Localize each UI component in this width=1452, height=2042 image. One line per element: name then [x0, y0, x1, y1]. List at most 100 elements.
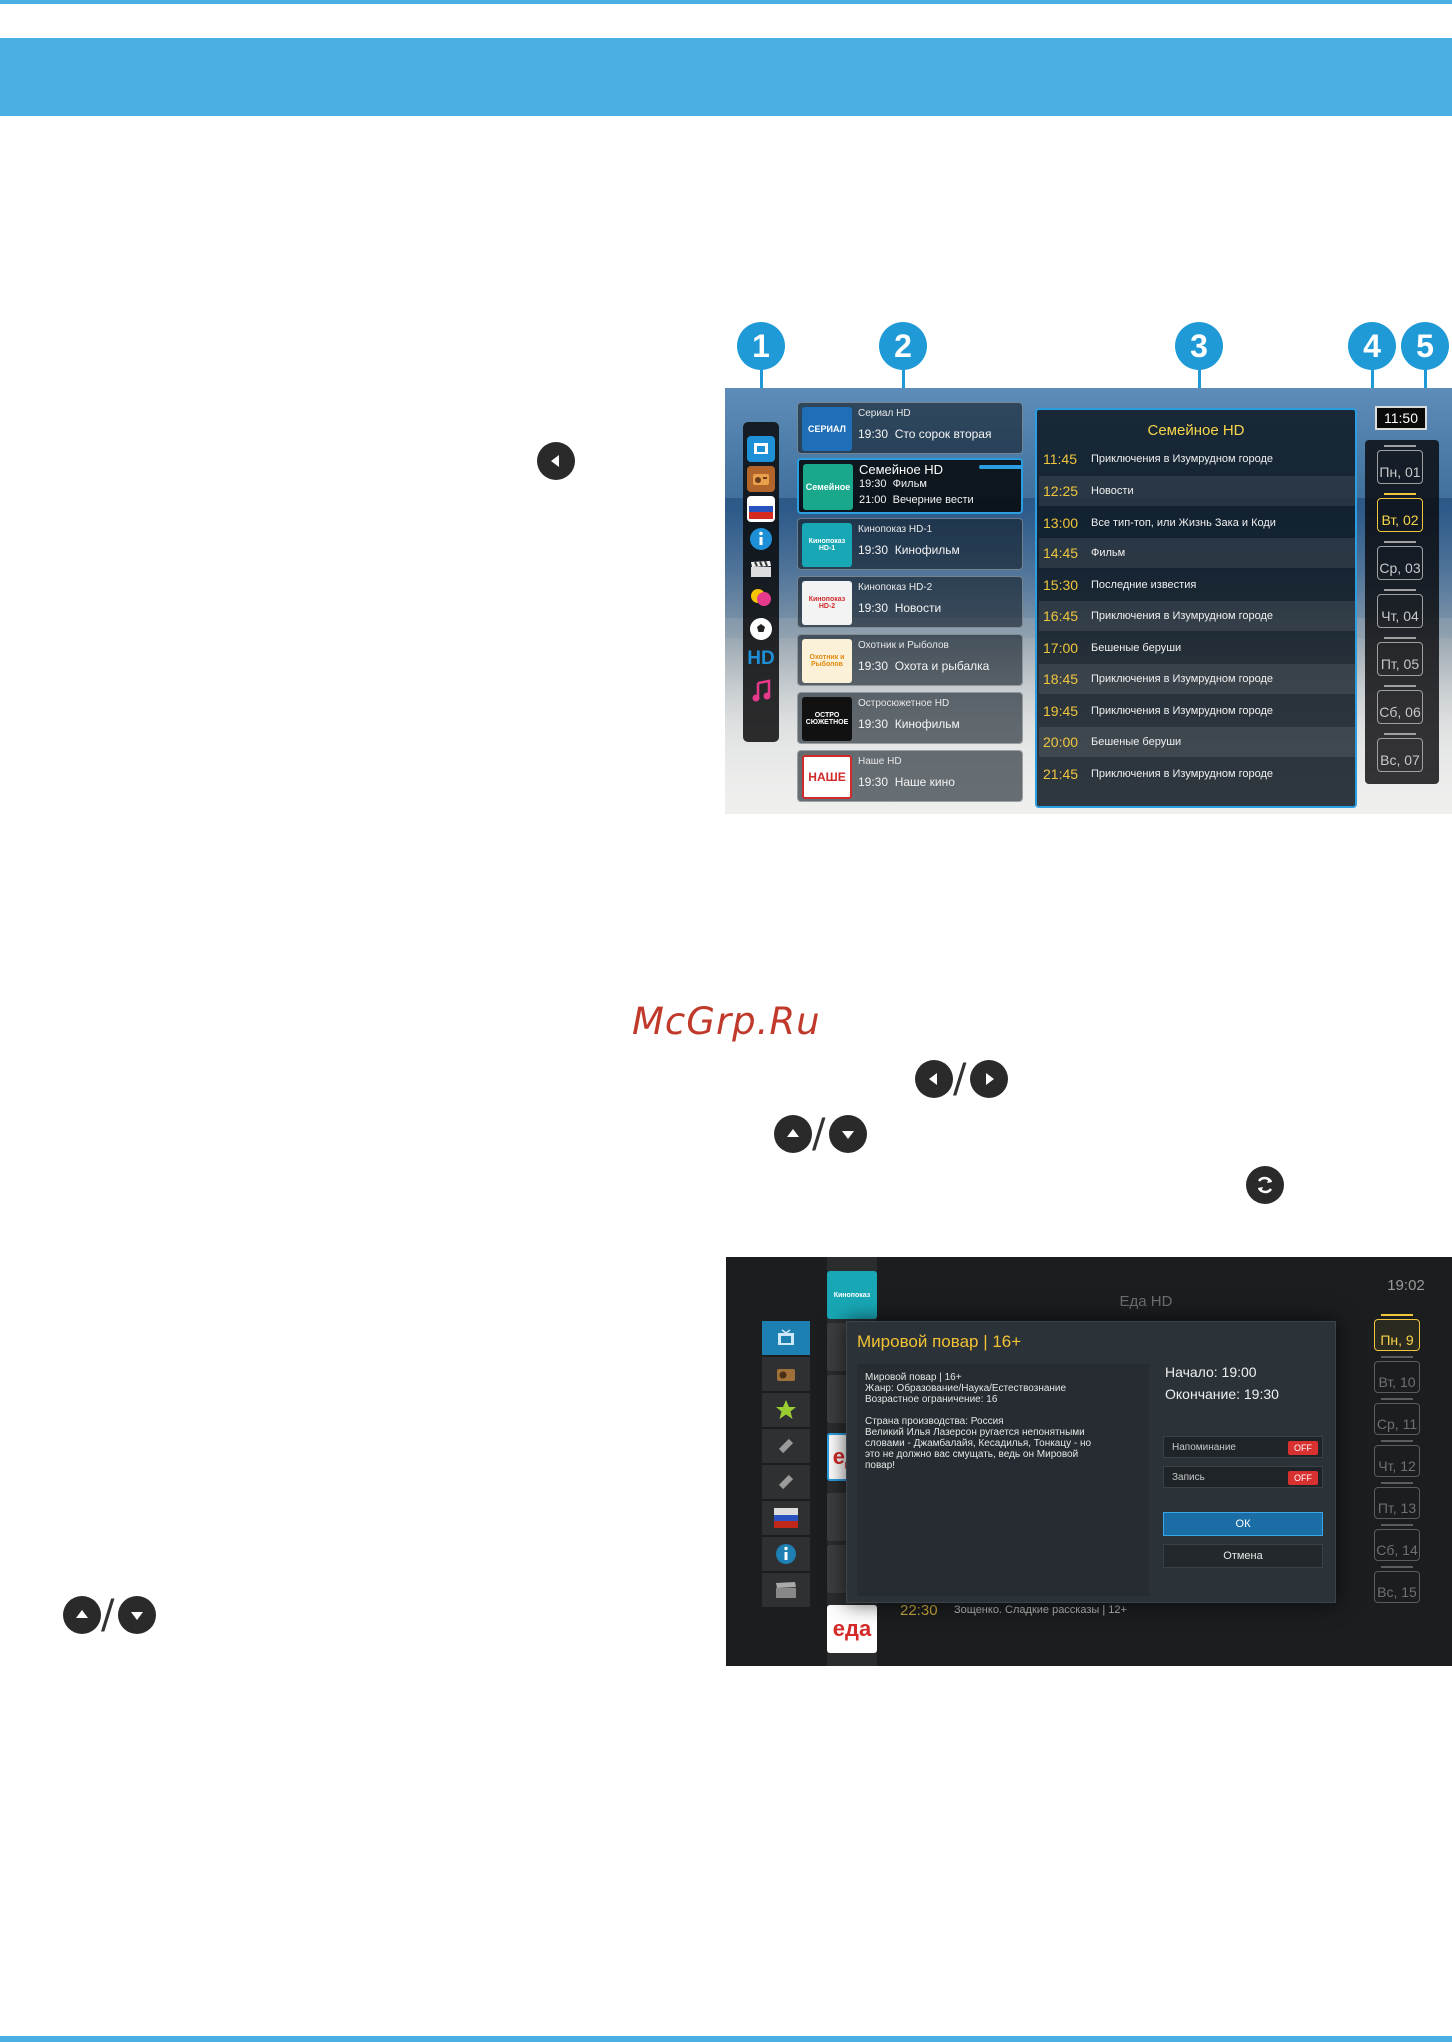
date-bar: Пн, 01 Вт, 02 Ср, 03 Чт, 04 Пт, 05 Сб, 0… — [1365, 440, 1439, 784]
channel-card[interactable]: СЕРИАЛ Сериал HD 19:30 Сто сорок вторая — [797, 402, 1023, 454]
record-toggle-row[interactable]: Запись OFF — [1163, 1466, 1323, 1488]
program-time: 19:30 — [858, 717, 889, 731]
schedule-time: 12:25 — [1043, 483, 1079, 499]
description-line: Мировой повар | 16+ — [865, 1372, 962, 1383]
description-line: Возрастное ограничение: 16 — [865, 1394, 998, 1405]
cancel-button[interactable]: Отмена — [1163, 1544, 1323, 1568]
schedule-title: Фильм — [1091, 547, 1126, 559]
ok-button[interactable]: ОК — [1163, 1512, 1323, 1536]
schedule-time: 18:45 — [1043, 671, 1079, 687]
down-arrow-icon — [118, 1596, 156, 1634]
channel-progress-bar — [979, 465, 1021, 469]
left-arrow-icon — [537, 442, 575, 480]
date-item[interactable]: Пн, 01 — [1377, 445, 1423, 484]
header-banner — [0, 38, 1452, 116]
channel-program: 19:30 Охота и рыбалка — [858, 659, 989, 673]
description-line: Страна производства: Россия — [865, 1416, 1004, 1427]
schedule-row[interactable]: 12:25 Новости — [1039, 476, 1355, 506]
date-item[interactable]: Вс, 07 — [1377, 733, 1423, 772]
channel-card[interactable]: ОСТРО СЮЖЕТНОЕ Остросюжетное HD 19:30 Ки… — [797, 692, 1023, 744]
date-item[interactable]: Вт, 10 — [1374, 1356, 1420, 1393]
channel-card[interactable]: Охотник и Рыболов Охотник и Рыболов 19:3… — [797, 634, 1023, 686]
balloons-icon[interactable] — [747, 586, 775, 612]
schedule-channel-title: Семейное HD — [1147, 422, 1245, 439]
program-time: 21:00 — [859, 494, 887, 506]
callout-2: 2 — [879, 322, 927, 370]
football-icon[interactable] — [747, 616, 775, 642]
program-title: Кинофильм — [894, 543, 960, 557]
program-time: 19:30 — [858, 775, 889, 789]
schedule-time: 19:45 — [1043, 703, 1079, 719]
program-info-screenshot: Кинопоказ еда еда Еда HD 19:02 Пн, 9 Вт,… — [726, 1257, 1452, 1666]
description-line: повар! — [865, 1460, 896, 1471]
schedule-title: Новости — [1091, 485, 1134, 497]
date-item[interactable]: Ср, 11 — [1374, 1398, 1420, 1435]
epg-screenshot: HD СЕРИАЛ Сериал HD 19:30 Сто сорок втор… — [725, 388, 1452, 814]
info-icon[interactable] — [747, 526, 775, 552]
date-item[interactable]: Сб, 14 — [1374, 1524, 1420, 1561]
channel-card[interactable]: Кинопоказ HD-1 Кинопоказ HD-1 19:30 Кино… — [797, 518, 1023, 570]
russia-flag-icon[interactable] — [762, 1501, 810, 1535]
program-description-panel: Мировой повар | 16+ Жанр: Образование/На… — [857, 1364, 1149, 1596]
schedule-title: Бешеные беруши — [1091, 736, 1182, 748]
callout-1: 1 — [737, 322, 785, 370]
program-info-dialog: Мировой повар | 16+ Мировой повар | 16+ … — [846, 1321, 1336, 1603]
date-item[interactable]: Чт, 04 — [1377, 589, 1423, 628]
channel-card[interactable]: Кинопоказ HD-2 Кинопоказ HD-2 19:30 Ново… — [797, 576, 1023, 628]
program-title: Новости — [894, 601, 942, 615]
date-item[interactable]: Пт, 05 — [1377, 637, 1423, 676]
russia-flag-icon[interactable] — [747, 496, 775, 522]
music-icon[interactable] — [747, 678, 775, 704]
clapperboard-icon[interactable] — [747, 556, 775, 582]
channel-name: Кинопоказ HD-1 — [858, 524, 933, 535]
radio-icon[interactable] — [747, 466, 775, 492]
reminder-toggle[interactable]: OFF — [1288, 1441, 1318, 1455]
channel-card-selected[interactable]: Семейное Семейное HD 19:30 Фильм 21:00 В… — [797, 458, 1023, 514]
schedule-time: 15:30 — [1043, 577, 1079, 593]
hd-icon[interactable]: HD — [747, 648, 775, 669]
reminder-toggle-row[interactable]: Напоминание OFF — [1163, 1436, 1323, 1458]
star-icon[interactable] — [762, 1393, 810, 1427]
info-icon[interactable] — [762, 1537, 810, 1571]
satellite-icon[interactable] — [762, 1465, 810, 1499]
record-toggle[interactable]: OFF — [1288, 1471, 1318, 1485]
dialog-title: Мировой повар | 16+ — [857, 1332, 1022, 1351]
channel-logo[interactable]: Кинопоказ — [827, 1271, 877, 1319]
description-line: Великий Илья Лазерсон ругается непонятны… — [865, 1427, 1085, 1438]
date-item[interactable]: Сб, 06 — [1377, 685, 1423, 724]
up-arrow-icon — [63, 1596, 101, 1634]
satellite-icon[interactable] — [762, 1429, 810, 1463]
schedule-time: 11:45 — [1043, 451, 1077, 467]
channel-program: 19:30 Фильм — [859, 478, 927, 490]
date-item[interactable]: Ср, 03 — [1377, 541, 1423, 580]
description-line: это не должно вас смущать, ведь он Миров… — [865, 1449, 1079, 1460]
schedule-time: 21:45 — [1043, 766, 1079, 782]
radio-icon[interactable] — [762, 1357, 810, 1391]
tv-icon[interactable] — [747, 436, 775, 462]
date-item-selected[interactable]: Вт, 02 — [1377, 493, 1423, 532]
date-item[interactable]: Вс, 15 — [1374, 1566, 1420, 1603]
channel-next-program: 21:00 Вечерние вести — [859, 494, 974, 506]
right-arrow-icon — [970, 1060, 1008, 1098]
date-item-selected[interactable]: Пн, 9 — [1374, 1314, 1420, 1351]
schedule-row[interactable]: 20:00 Бешеные беруши — [1039, 727, 1355, 757]
schedule-time: 17:00 — [1043, 640, 1079, 656]
channel-card[interactable]: НАШЕ Наше HD 19:30 Наше кино — [797, 750, 1023, 802]
channel-logo: Кинопоказ HD-2 — [802, 581, 852, 625]
date-item[interactable]: Пт, 13 — [1374, 1482, 1420, 1519]
date-item[interactable]: Чт, 12 — [1374, 1440, 1420, 1477]
channel-logo[interactable]: еда — [827, 1605, 877, 1653]
schedule-time: 20:00 — [1043, 734, 1079, 750]
channel-name: Охотник и Рыболов — [858, 640, 949, 651]
clapperboard-icon[interactable] — [762, 1573, 810, 1607]
tv-icon[interactable] — [762, 1321, 810, 1355]
